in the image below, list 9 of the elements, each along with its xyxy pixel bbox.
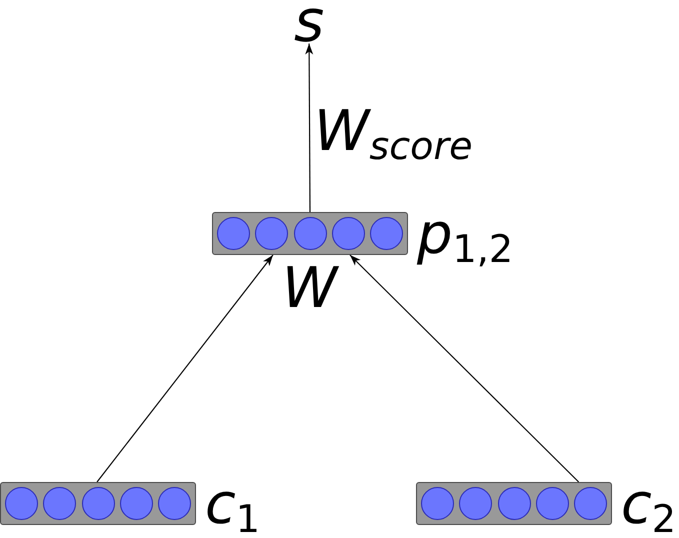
variable-label: s bbox=[294, 0, 324, 44]
arrow bbox=[96, 254, 274, 482]
vector-label: p$_{1,2}$ bbox=[417, 207, 514, 268]
vector-label: c$_{2}$ bbox=[621, 477, 676, 538]
arrow bbox=[350, 254, 580, 482]
vector-label: c$_{1}$ bbox=[205, 477, 260, 538]
weight-label: W bbox=[282, 261, 338, 317]
arrow bbox=[305, 44, 314, 212]
edge-label: W$_{score}$ bbox=[314, 104, 473, 166]
